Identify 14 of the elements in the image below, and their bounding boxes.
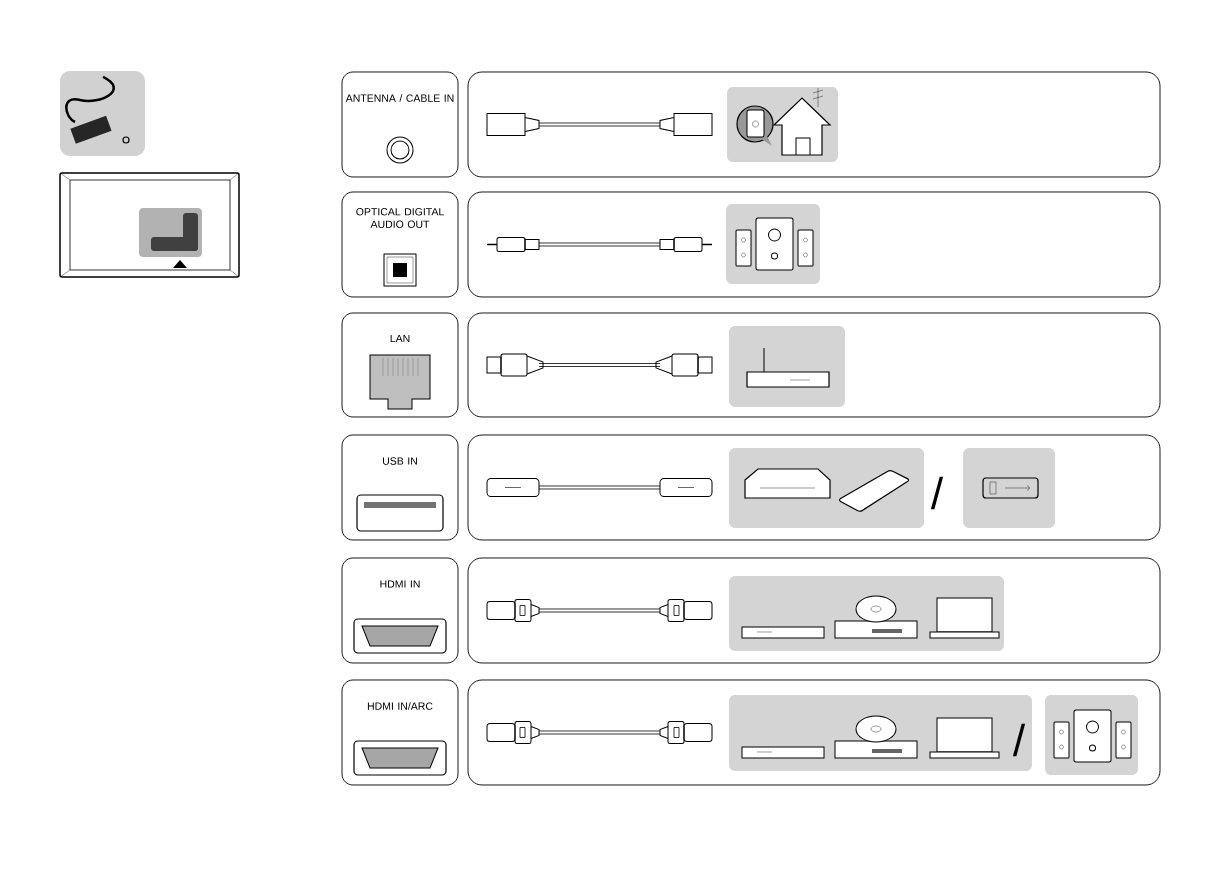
separator-slash: / [1012,723,1026,757]
connection-panel [467,434,1161,541]
connection-panel [467,312,1161,418]
separator-slash: / [930,476,944,510]
connection-panel [467,71,1161,178]
port-box: HDMI IN/ARC [341,679,459,786]
port-box: LAN [341,312,459,418]
port-box: HDMI IN [341,557,459,664]
connection-panel [467,679,1161,786]
connection-panel [467,191,1161,298]
port-box: OPTICAL DIGITAL AUDIO OUT [341,191,459,298]
connection-panel [467,557,1161,664]
port-box: ANTENNA / CABLE IN [341,71,459,178]
port-box: USB IN [341,434,459,541]
